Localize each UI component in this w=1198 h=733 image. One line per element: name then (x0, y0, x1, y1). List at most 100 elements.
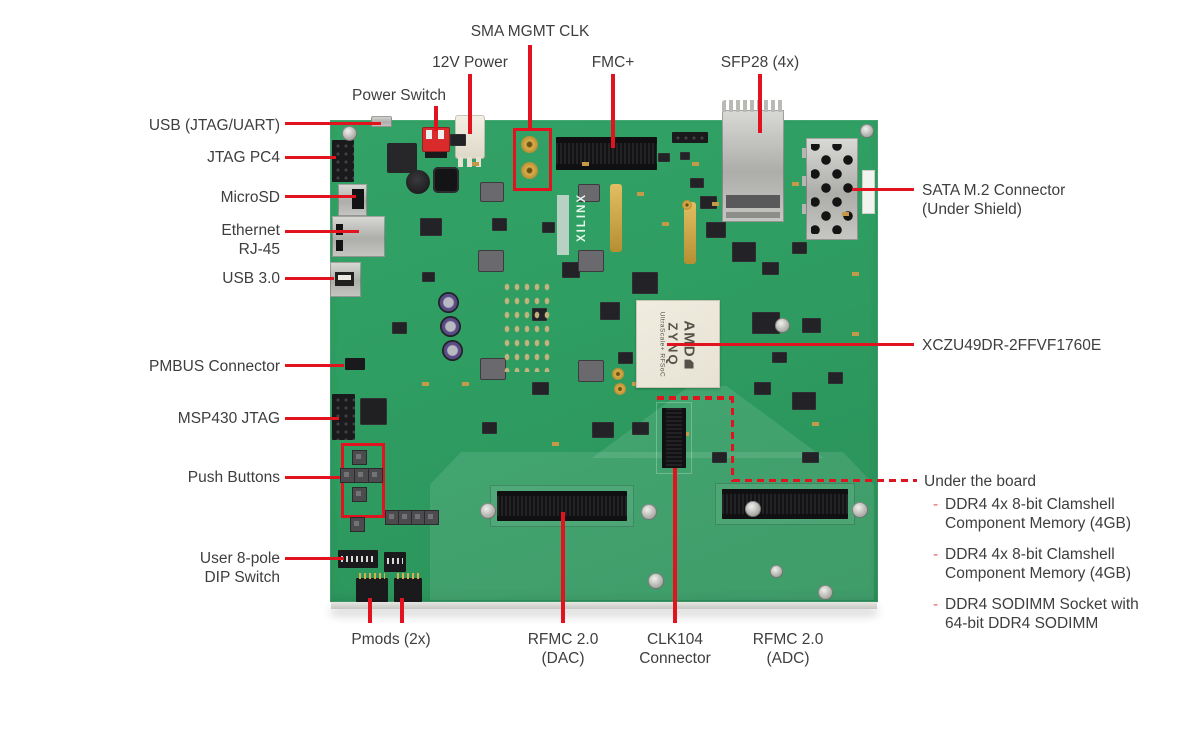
callout-line-msp430 (285, 416, 339, 420)
callout-line-fmc (611, 74, 615, 148)
bullet-dash: - (933, 496, 939, 513)
capacitor (406, 170, 430, 194)
screw (641, 504, 657, 520)
sma-connector (521, 136, 538, 153)
shield-vent-holes (811, 144, 853, 234)
rfmc-adc-connector (722, 489, 848, 519)
callout-line-dip-switch (285, 556, 344, 560)
usb3-connector (330, 262, 361, 297)
callout-line-jtag-pc4 (285, 155, 336, 159)
callout-line-power-switch (434, 106, 438, 131)
chip-brand-text: AMD (680, 319, 698, 358)
label-power-switch: Power Switch (352, 87, 446, 104)
screw (860, 124, 874, 138)
label-xczu49dr: XCZU49DR-2FFVF1760E (922, 337, 1102, 354)
callout-line-sfp28 (758, 74, 762, 133)
label-pmods: Pmods (2x) (351, 631, 431, 648)
callout-line-pmod-2 (400, 598, 404, 623)
jtag-pc4-header (332, 140, 354, 182)
under-board-item: - DDR4 4x 8-bit Clamshell Component Memo… (933, 545, 1139, 583)
callout-line-sata (852, 187, 914, 191)
callout-line-pmbus (285, 363, 344, 367)
under-board-dash-top (657, 396, 734, 400)
under-board-dash-lead (733, 478, 917, 482)
gold-standoff (682, 200, 692, 210)
bullet-dash: - (933, 596, 939, 613)
callout-line-usb3 (285, 276, 334, 280)
dip-switch-small (384, 552, 406, 572)
sata-m2-shield (802, 138, 858, 240)
pcb-board: XILINX AMD ZYNQ UltraScale+ RFSoC (330, 100, 878, 602)
chip-sub-text: UltraScale+ RFSoC (658, 311, 666, 377)
label-ethernet-rj45: Ethernet RJ-45 (221, 222, 280, 258)
gold-rail (610, 184, 622, 252)
under-board-item-text: DDR4 4x 8-bit Clamshell Component Memory… (945, 546, 1132, 582)
callout-line-12v (468, 74, 472, 134)
capacitor (440, 316, 461, 337)
under-board-item: - DDR4 4x 8-bit Clamshell Component Memo… (933, 495, 1139, 533)
screw (818, 585, 833, 600)
clk104-connector-component (662, 408, 686, 468)
passive-array (502, 280, 552, 372)
callout-line-rfmc-dac (561, 512, 565, 623)
capacitor (442, 340, 463, 361)
callout-line-sma (528, 45, 532, 130)
push-button (354, 468, 369, 483)
capacitor (438, 292, 459, 313)
under-board-item-text: DDR4 SODIMM Socket with 64-bit DDR4 SODI… (945, 596, 1139, 632)
pmbus-connector-component (345, 358, 365, 370)
under-board-item-text: DDR4 4x 8-bit Clamshell Component Memory… (945, 496, 1132, 532)
label-usb-jtag-uart: USB (JTAG/UART) (148, 117, 280, 134)
screw (480, 503, 496, 519)
under-board-item: - DDR4 SODIMM Socket with 64-bit DDR4 SO… (933, 595, 1139, 633)
rev-sticker (557, 195, 569, 255)
power-switch-component (422, 127, 450, 158)
label-usb3: USB 3.0 (222, 270, 280, 287)
buzzer (433, 167, 459, 193)
screw (745, 501, 761, 517)
sfp28-cage (722, 100, 784, 222)
push-button (352, 487, 367, 502)
xilinx-silkscreen-logo: XILINX (576, 192, 588, 242)
label-sma-mgmt-clk: SMA MGMT CLK (470, 23, 590, 40)
pcb-side-edge (331, 602, 877, 609)
metal-cap (775, 318, 790, 333)
label-clk104: CLK104 Connector (639, 631, 711, 667)
msp430-jtag-connector (332, 394, 355, 440)
sma-connector (521, 162, 538, 179)
callout-line-xczu (667, 342, 914, 346)
microsd-slot (338, 184, 367, 216)
pmod-connector (394, 573, 422, 602)
label-under-the-board: Under the board (924, 473, 1037, 490)
label-sfp28: SFP28 (4x) (720, 54, 800, 71)
emi-fingers (722, 100, 784, 112)
screw (852, 502, 868, 518)
ic-chip (387, 143, 417, 173)
screw (648, 573, 664, 589)
sma-connector-small (614, 383, 626, 395)
sma-connector-small (612, 368, 624, 380)
callout-line-ethernet (285, 229, 359, 233)
label-fmc-plus: FMC+ (591, 54, 635, 71)
sma-mgmt-clk-zone (513, 128, 552, 191)
push-button (424, 510, 439, 525)
usb-jtag-uart-connector (371, 116, 392, 127)
push-button (352, 450, 367, 465)
pin-header (672, 132, 708, 143)
label-microsd: MicroSD (220, 189, 280, 206)
dip-switch-8pole (338, 550, 378, 568)
callout-line-usb-jtag (285, 121, 381, 125)
push-button (350, 517, 365, 532)
callout-line-push-buttons (285, 475, 340, 479)
bullet-dash: - (933, 546, 939, 563)
screw (342, 126, 357, 141)
callout-line-microsd (285, 194, 356, 198)
label-jtag-pc4: JTAG PC4 (207, 149, 280, 166)
amd-logo-mark (685, 359, 694, 368)
callout-line-clk104 (673, 468, 677, 623)
push-button (368, 468, 383, 483)
label-pmbus-connector: PMBUS Connector (149, 358, 280, 375)
callout-line-pmod-1 (368, 598, 372, 623)
pmod-connector (356, 573, 388, 602)
ethernet-rj45-jack (332, 216, 385, 257)
